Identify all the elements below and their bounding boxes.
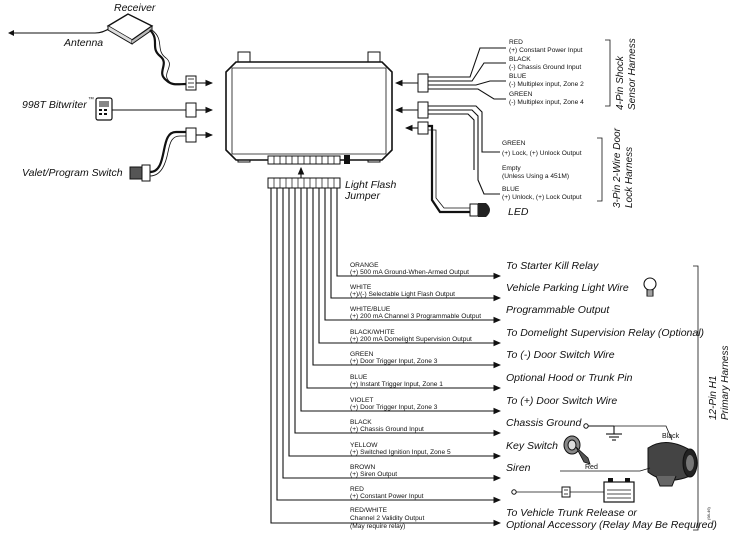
target-pos-door: To (+) Door Switch Wire	[506, 395, 617, 407]
shock-wire-3-desc: (-) Multiplex input, Zone 4	[509, 99, 584, 106]
siren-icon: Red	[560, 442, 698, 487]
target-trunk-release: To Vehicle Trunk Release or	[506, 507, 637, 519]
bitwriter-label: 998T Bitwriter	[22, 99, 87, 111]
svg-text:(+) 200 mA Domelight Supervisi: (+) 200 mA Domelight Supervision Output	[350, 336, 472, 343]
svg-text:(+) Chassis Ground Input: (+) Chassis Ground Input	[350, 426, 424, 433]
svg-text:™: ™	[88, 96, 94, 103]
lock-harness-title-1: 3-Pin 2-Wire Door	[612, 127, 623, 208]
target-accessory: Optional Accessory (Relay May Be Require…	[506, 519, 717, 531]
door-lock-harness: GREEN (+) Lock, (+) Unlock Output Empty …	[394, 101, 635, 208]
target-parking-light: Vehicle Parking Light Wire	[506, 282, 629, 294]
target-chassis-ground: Chassis Ground	[506, 417, 582, 429]
target-starter-kill: To Starter Kill Relay	[506, 260, 599, 272]
light-flash-label: Light Flash	[345, 179, 397, 191]
lock-wire-2-color: BLUE	[502, 186, 520, 193]
svg-text:(+) Switched Ignition Input, Z: (+) Switched Ignition Input, Zone 5	[350, 449, 451, 456]
shock-wire-1-desc: (-) Chassis Ground Input	[509, 64, 581, 71]
svg-text:VIOLET: VIOLET	[350, 397, 373, 404]
lock-harness-title-2: Lock Harness	[624, 147, 635, 208]
svg-text:(+) 200 mA Channel 3 Programma: (+) 200 mA Channel 3 Programmable Output	[350, 313, 481, 320]
ground-symbol-icon: Black	[583, 423, 680, 441]
target-hood-trunk: Optional Hood or Trunk Pin	[506, 372, 633, 384]
primary-harness-title-1: 12-Pin H1	[708, 376, 719, 420]
svg-text:WHITE/BLUE: WHITE/BLUE	[350, 306, 391, 313]
svg-text:WHITE: WHITE	[350, 284, 372, 291]
svg-text:BLACK/WHITE: BLACK/WHITE	[350, 329, 395, 336]
svg-text:GREEN: GREEN	[350, 351, 374, 358]
siren-black-label: Black	[662, 433, 680, 440]
svg-text:YELLOW: YELLOW	[350, 442, 378, 449]
lock-wire-2-desc: (+) Unlock, (+) Lock Output	[502, 194, 582, 201]
svg-text:BLACK: BLACK	[350, 419, 372, 426]
svg-text:(+)/(-) Selectable Light Flash: (+)/(-) Selectable Light Flash Output	[350, 291, 455, 298]
diagram-code: (98-46)	[706, 506, 711, 520]
shock-wire-0-desc: (+) Constant Power Input	[509, 47, 583, 54]
svg-text:(+) Siren Output: (+) Siren Output	[350, 471, 397, 478]
siren-red-label: Red	[585, 464, 598, 471]
battery-icon	[511, 478, 635, 503]
svg-text:RED: RED	[350, 486, 364, 493]
lock-wire-1-desc: (Unless Using a 451M)	[502, 173, 569, 180]
shock-wire-0-color: RED	[509, 39, 523, 46]
shock-wire-2-color: BLUE	[509, 73, 527, 80]
svg-text:RED/WHITE: RED/WHITE	[350, 507, 388, 514]
svg-text:(+) Instant Trigger Input, Zon: (+) Instant Trigger Input, Zone 1	[350, 381, 443, 388]
target-domelight: To Domelight Supervision Relay (Optional…	[506, 327, 704, 339]
bulb-icon	[643, 277, 657, 297]
primary-harness-title-2: Primary Harness	[720, 346, 731, 420]
primary-wires	[270, 188, 502, 527]
bitwriter: 998T Bitwriter ™	[22, 96, 214, 121]
primary-harness-connector	[267, 166, 341, 189]
svg-text:(+) Constant Power Input: (+) Constant Power Input	[350, 493, 424, 500]
receiver-label: Receiver	[114, 2, 156, 14]
svg-text:ORANGE: ORANGE	[350, 262, 379, 269]
valet-switch-label: Valet/Program Switch	[22, 167, 123, 179]
valet-switch: Valet/Program Switch	[22, 127, 214, 182]
antenna: Antenna	[8, 27, 111, 49]
lock-wire-0-color: GREEN	[502, 140, 526, 147]
target-siren: Siren	[506, 462, 531, 474]
lock-wire-0-desc: (+) Lock, (+) Unlock Output	[502, 150, 582, 157]
target-key-switch: Key Switch	[506, 440, 558, 452]
control-module: Light Flash Jumper	[225, 51, 397, 202]
svg-text:Channel 2 Validity Output: Channel 2 Validity Output	[350, 515, 424, 522]
shock-harness-title-1: 4-Pin Shock	[615, 55, 626, 110]
shock-wire-1-color: BLACK	[509, 56, 531, 63]
svg-text:BROWN: BROWN	[350, 464, 376, 471]
svg-text:(+) Door Trigger Input, Zone 3: (+) Door Trigger Input, Zone 3	[350, 358, 438, 365]
svg-text:BLUE: BLUE	[350, 374, 368, 381]
shock-wire-2-desc: (-) Multiplex input, Zone 2	[509, 81, 584, 88]
led: LED	[404, 121, 529, 218]
primary-wire-labels: ORANGE (+) 500 mA Ground-When-Armed Outp…	[350, 260, 717, 531]
shock-wire-3-color: GREEN	[509, 91, 533, 98]
receiver: Receiver	[106, 2, 214, 91]
shock-sensor-harness: RED (+) Constant Power Input BLACK (-) C…	[394, 38, 638, 110]
lock-wire-1-color: Empty	[502, 165, 521, 172]
antenna-label: Antenna	[63, 37, 103, 49]
target-programmable: Programmable Output	[506, 304, 610, 316]
jumper-label: Jumper	[344, 190, 381, 202]
svg-text:(+) Door Trigger Input, Zone 3: (+) Door Trigger Input, Zone 3	[350, 404, 438, 411]
target-neg-door: To (-) Door Switch Wire	[506, 349, 615, 361]
led-label: LED	[508, 206, 529, 218]
svg-text:(+) 500 mA Ground-When-Armed O: (+) 500 mA Ground-When-Armed Output	[350, 269, 469, 276]
shock-harness-title-2: Sensor Harness	[627, 38, 638, 110]
svg-text:(May require relay): (May require relay)	[350, 523, 405, 530]
key-switch-icon	[563, 435, 591, 465]
